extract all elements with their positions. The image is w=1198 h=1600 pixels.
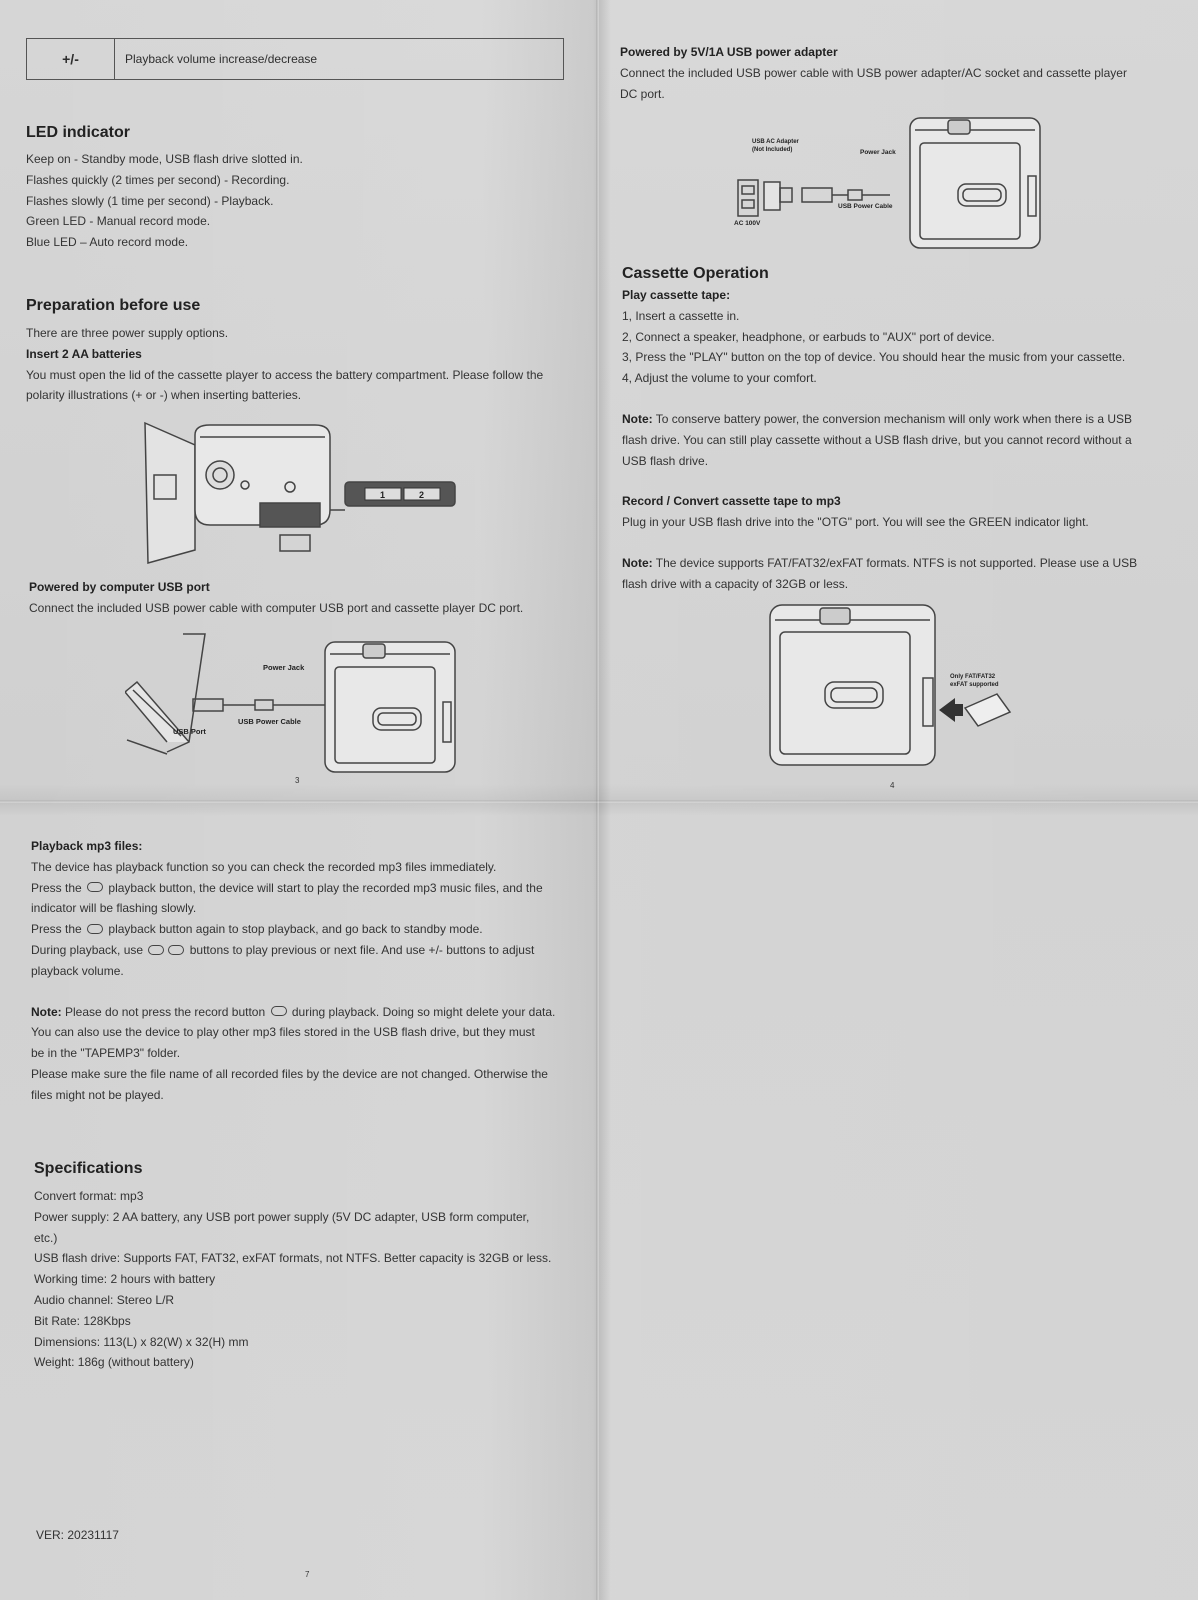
- led-section: LED indicator Keep on - Standby mode, US…: [26, 122, 586, 253]
- specs-title: Specifications: [34, 1160, 143, 1177]
- playback-line: The device has playback function so you …: [31, 859, 497, 874]
- specs-section: Specifications Convert format: mp3 Power…: [34, 1158, 594, 1373]
- page-number: 4: [890, 781, 895, 790]
- play-step: 2, Connect a speaker, headphone, or earb…: [622, 329, 995, 344]
- batteries-text: polarity illustrations (+ or -) when ins…: [26, 388, 302, 403]
- otg-label: Only FAT/FAT32: [950, 674, 996, 680]
- note-text: during playback. Doing so might delete y…: [291, 1004, 556, 1019]
- spec-line: Working time: 2 hours with battery: [34, 1272, 216, 1287]
- page-number: 3: [295, 776, 300, 785]
- fold-line-vertical: [596, 0, 599, 1600]
- playback-line: indicator will be flashing slowly.: [31, 901, 197, 916]
- spec-line: Convert format: mp3: [34, 1189, 144, 1203]
- playback-title: Playback mp3 files:: [31, 839, 143, 853]
- led-line: Flashes slowly (1 time per second) - Pla…: [26, 193, 274, 208]
- table-description: Playback volume increase/decrease: [125, 52, 318, 66]
- previous-button-icon: [148, 944, 165, 955]
- batteries-text: You must open the lid of the cassette pl…: [26, 367, 544, 382]
- computer-power-section: Powered by computer USB port Connect the…: [29, 577, 589, 619]
- adapter-label: USB AC Adapter: [752, 139, 800, 145]
- table-key: +/-: [27, 39, 115, 79]
- usb-flash-drive-illustration: Only FAT/FAT32 exFAT supported: [769, 604, 1012, 766]
- playback-section: Playback mp3 files: The device has playb…: [31, 836, 591, 1106]
- computer-usb-illustration: Power Jack USB Power Cable USB Port: [125, 633, 456, 773]
- led-line: Keep on - Standby mode, USB flash drive …: [26, 152, 303, 166]
- playback-line: During playback, use: [31, 942, 144, 957]
- prep-section: Preparation before use There are three p…: [26, 295, 586, 406]
- note-text: The device supports FAT/FAT32/exFAT form…: [655, 555, 1138, 570]
- note-text: files might not be played.: [31, 1087, 164, 1102]
- note-text: flash drive with a capacity of 32GB or l…: [622, 576, 849, 591]
- usb-cable-label: USB Power Cable: [238, 717, 301, 726]
- adapter-illustration: USB AC Adapter (Not Included) Power Jack…: [734, 117, 1041, 249]
- battery-label: 1: [380, 490, 385, 500]
- play-button-icon: [87, 882, 104, 893]
- power-jack-label: Power Jack: [860, 149, 896, 156]
- spec-line: USB flash drive: Supports FAT, FAT32, ex…: [34, 1251, 552, 1266]
- play-title: Play cassette tape:: [622, 288, 731, 302]
- adapter-section: Powered by 5V/1A USB power adapter Conne…: [620, 42, 1165, 104]
- spec-line: Bit Rate: 128Kbps: [34, 1313, 131, 1328]
- play-step: 3, Press the "PLAY" button on the top of…: [622, 350, 1126, 365]
- spec-line: Weight: 186g (without battery): [34, 1355, 194, 1370]
- led-title: LED indicator: [26, 124, 131, 141]
- adapter-text: Connect the included USB power cable wit…: [620, 65, 1127, 80]
- version-value: 20231117: [67, 1528, 119, 1542]
- version-line: VER: 20231117: [36, 1525, 119, 1546]
- battery-compartment-illustration: 1 2: [144, 421, 456, 564]
- led-line: Blue LED – Auto record mode.: [26, 235, 189, 250]
- cassette-title: Cassette Operation: [622, 265, 769, 282]
- note-text: Please make sure the file name of all re…: [31, 1066, 548, 1081]
- batteries-title: Insert 2 AA batteries: [26, 346, 142, 361]
- note-label: Note:: [622, 411, 653, 426]
- computer-text: Connect the included USB power cable wit…: [29, 600, 524, 615]
- prep-title: Preparation before use: [26, 297, 201, 314]
- next-button-icon: [168, 944, 185, 955]
- record-title: Record / Convert cassette tape to mp3: [622, 494, 841, 509]
- record-text: Plug in your USB flash drive into the "O…: [622, 515, 1089, 530]
- playback-line: playback button, the device will start t…: [108, 880, 543, 895]
- note-text: USB flash drive.: [622, 453, 709, 468]
- adapter-title: Powered by 5V/1A USB power adapter: [620, 45, 838, 59]
- playback-line: Press the: [31, 922, 82, 937]
- usb-cable-label: USB Power Cable: [838, 203, 893, 210]
- note-text: To conserve battery power, the conversio…: [655, 411, 1133, 426]
- usb-port-label: USB Port: [173, 727, 206, 736]
- play-button-icon: [87, 924, 104, 935]
- spec-line: Power supply: 2 AA battery, any USB port…: [34, 1209, 530, 1224]
- note-text: be in the "TAPEMP3" folder.: [31, 1046, 181, 1061]
- power-jack-label: Power Jack: [263, 663, 305, 672]
- note-text: You can also use the device to play othe…: [31, 1025, 535, 1040]
- version-label: VER:: [36, 1528, 65, 1542]
- spec-line: Dimensions: 113(L) x 82(W) x 32(H) mm: [34, 1334, 249, 1349]
- note-label: Note:: [622, 555, 653, 570]
- playback-line: Press the: [31, 880, 82, 895]
- spec-line: etc.): [34, 1230, 58, 1245]
- record-button-icon: [270, 1006, 287, 1017]
- adapter-text: DC port.: [620, 86, 665, 101]
- led-line: Green LED - Manual record mode.: [26, 214, 211, 229]
- prep-intro: There are three power supply options.: [26, 326, 229, 340]
- volume-key-table: +/- Playback volume increase/decrease: [26, 38, 564, 80]
- note-text: Please do not press the record button: [65, 1004, 266, 1019]
- battery-label: 2: [419, 490, 424, 500]
- playback-line: buttons to play previous or next file. A…: [189, 942, 535, 957]
- play-step: 1, Insert a cassette in.: [622, 308, 740, 323]
- led-line: Flashes quickly (2 times per second) - R…: [26, 172, 290, 187]
- page-number: 7: [305, 1570, 310, 1579]
- spec-line: Audio channel: Stereo L/R: [34, 1292, 175, 1307]
- playback-line: playback button again to stop playback, …: [108, 922, 483, 937]
- note-text: flash drive. You can still play cassette…: [622, 432, 1132, 447]
- adapter-label-note: (Not Included): [752, 147, 792, 153]
- play-step: 4, Adjust the volume to your comfort.: [622, 371, 817, 386]
- ac-label: AC 100V: [734, 220, 761, 227]
- computer-title: Powered by computer USB port: [29, 580, 210, 594]
- playback-line: playback volume.: [31, 963, 124, 978]
- otg-label: exFAT supported: [950, 682, 999, 688]
- note-label: Note:: [31, 1004, 62, 1019]
- cassette-section: Cassette Operation Play cassette tape: 1…: [622, 263, 1167, 595]
- fold-line-horizontal: [0, 800, 1198, 803]
